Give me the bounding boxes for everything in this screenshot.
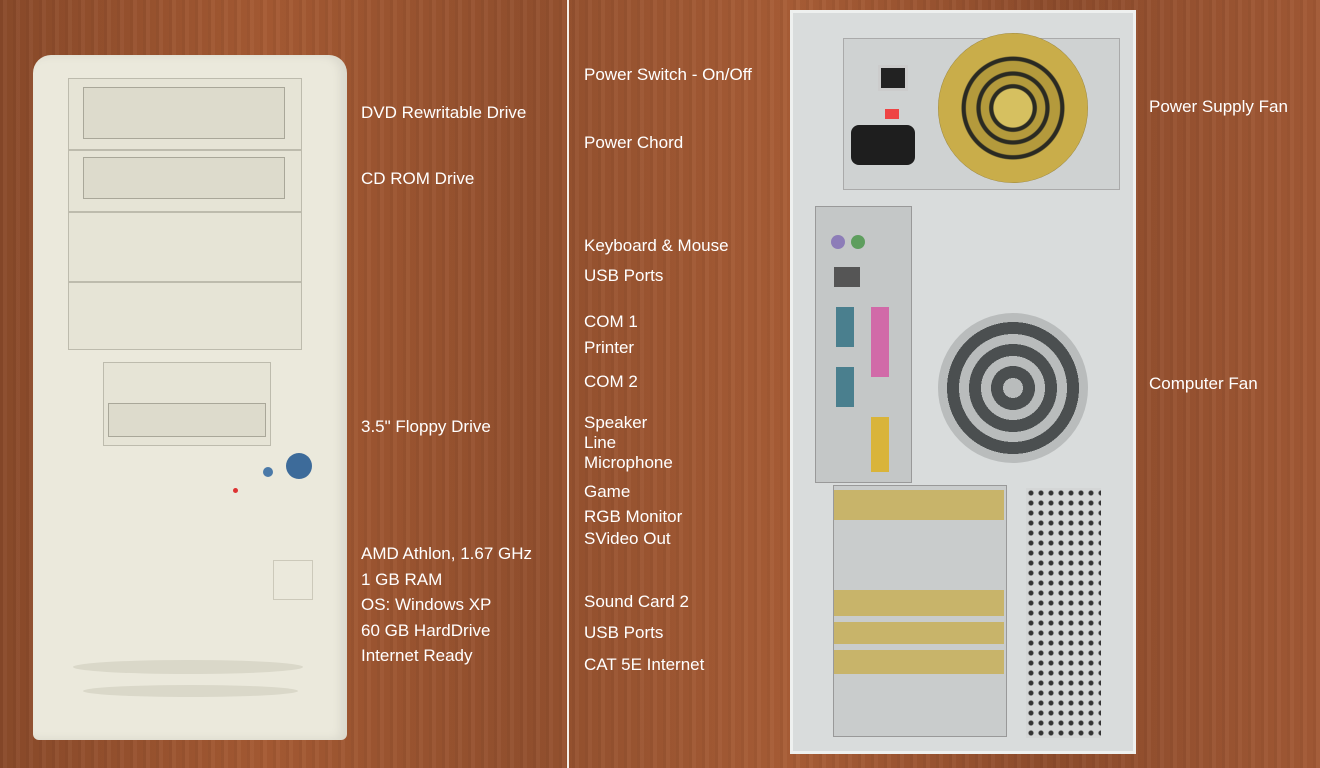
front-vent: [73, 660, 303, 674]
label-spec-internet: Internet Ready: [361, 646, 473, 665]
label-rgb-monitor: RGB Monitor: [584, 507, 683, 526]
com1-port: [836, 307, 854, 347]
label-svideo: SVideo Out: [584, 529, 671, 548]
label-floppy-drive: 3.5" Floppy Drive: [361, 417, 491, 436]
expansion-slots: [833, 485, 1007, 737]
tower-front-photo: [33, 55, 347, 740]
power-led: [233, 488, 238, 493]
power-button: [286, 453, 312, 479]
label-power-switch: Power Switch - On/Off: [584, 65, 752, 84]
label-spec-ram: 1 GB RAM: [361, 570, 443, 589]
label-spec-hdd: 60 GB HardDrive: [361, 621, 491, 640]
divider: [567, 0, 569, 768]
label-printer: Printer: [584, 338, 635, 357]
floppy-drive: [103, 362, 271, 446]
label-cat5e: CAT 5E Internet: [584, 655, 705, 674]
label-com2: COM 2: [584, 372, 638, 391]
power-switch: [878, 65, 908, 91]
usb-card-bracket: [834, 622, 1004, 644]
blank-bay: [68, 212, 302, 282]
label-dvd-drive: DVD Rewritable Drive: [361, 103, 527, 122]
label-spec-cpu: AMD Athlon, 1.67 GHz: [361, 544, 533, 563]
voltage-switch: [885, 109, 899, 119]
printer-port: [871, 307, 889, 377]
label-usb-ports: USB Ports: [584, 266, 664, 285]
blank-bay: [68, 282, 302, 350]
front-vent: [83, 685, 298, 697]
game-port: [871, 417, 889, 472]
label-sound-card: Sound Card 2: [584, 592, 689, 611]
network-card-bracket: [834, 650, 1004, 674]
dvd-drive: [68, 78, 302, 150]
usb-ports: [834, 267, 860, 287]
ps2-keyboard-port: [851, 235, 865, 249]
ps2-mouse-port: [831, 235, 845, 249]
label-com1: COM 1: [584, 312, 638, 331]
label-psu-fan: Power Supply Fan: [1149, 97, 1288, 116]
badge-area: [273, 560, 313, 600]
case-fan: [938, 313, 1088, 463]
label-usb-ports-2: USB Ports: [584, 623, 664, 642]
label-game: Game: [584, 482, 631, 501]
label-speaker: Speaker: [584, 413, 648, 432]
vent-panel: [1026, 488, 1101, 738]
label-power-cord: Power Chord: [584, 133, 684, 152]
reset-button: [263, 467, 273, 477]
psu-fan: [938, 33, 1088, 183]
label-cdrom-drive: CD ROM Drive: [361, 169, 475, 188]
power-socket: [851, 125, 915, 165]
com2-port: [836, 367, 854, 407]
sound-card-bracket: [834, 590, 1004, 616]
video-card-bracket: [834, 490, 1004, 520]
cdrom-drive: [68, 150, 302, 212]
label-microphone: Microphone: [584, 453, 673, 472]
tower-back-photo: [790, 10, 1136, 754]
label-computer-fan: Computer Fan: [1149, 374, 1258, 393]
io-panel: [815, 206, 912, 483]
label-keyboard-mouse: Keyboard & Mouse: [584, 236, 729, 255]
label-line: Line: [584, 433, 617, 452]
label-spec-os: OS: Windows XP: [361, 595, 492, 614]
